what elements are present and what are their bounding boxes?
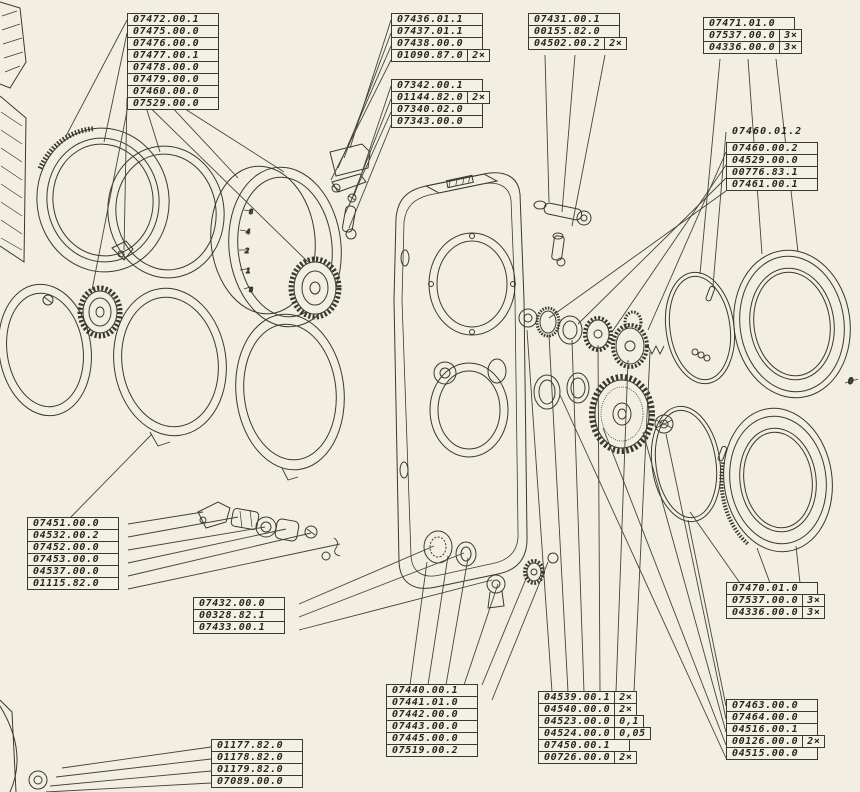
- corner-fragment-left-strip: [0, 95, 27, 263]
- right-ring-stack: [650, 249, 851, 553]
- corner-fragment-top-left: [0, 1, 27, 89]
- svg-text:4: 4: [246, 228, 250, 236]
- shaft-assembly: [197, 501, 341, 561]
- edge-mark: 0: [848, 377, 854, 387]
- svg-text:1: 1: [246, 267, 250, 275]
- gear-train: [518, 306, 711, 454]
- svg-text:8: 8: [249, 208, 253, 216]
- small-gears-left: [77, 256, 342, 339]
- svg-text:8: 8: [249, 286, 253, 294]
- left-ring-stack: [0, 126, 345, 481]
- corner-fragment-bottom-left: [0, 699, 48, 792]
- lower-center-parts: [486, 552, 559, 609]
- main-housing: [393, 172, 528, 589]
- leader-lines: [45, 19, 859, 792]
- svg-text:2: 2: [244, 247, 249, 255]
- crank-assembly: [533, 200, 592, 267]
